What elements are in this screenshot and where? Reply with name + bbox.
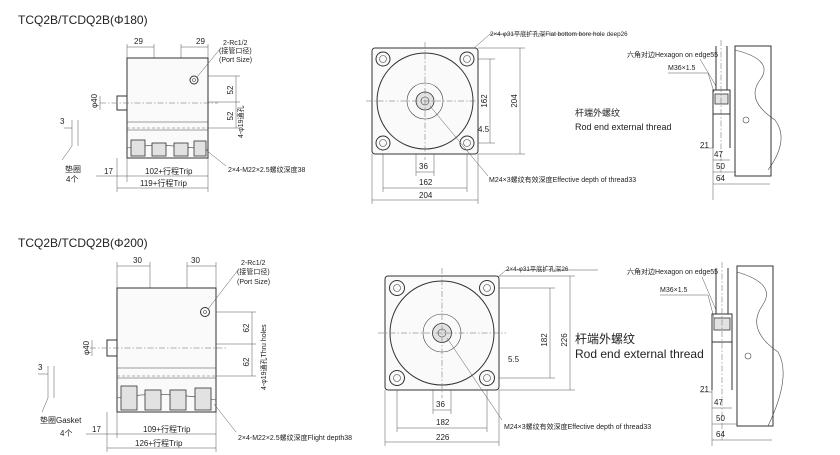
dim-rod-d3: 50 <box>716 162 725 171</box>
dim-outer-v: 204 <box>510 94 519 108</box>
rod-title-cn: 杆端外螺纹 <box>575 332 635 346</box>
dim-trip-2: 126+行程Trip <box>135 438 183 448</box>
dim-small-off: 5.5 <box>508 355 520 364</box>
dim-inner-h: 182 <box>436 418 450 427</box>
dim-trip-1: 102+行程Trip <box>145 166 193 176</box>
dim-rod-d1: 21 <box>700 141 709 150</box>
gasket-count: 4个 <box>66 175 78 184</box>
section-title: TCQ2B/TCDQ2B(Φ180) <box>18 13 148 27</box>
dim-inner-v: 162 <box>480 94 489 108</box>
counterbore-note: 2×4-φ31平底扩孔深Flat bottom bore hole deep26 <box>490 29 628 38</box>
dim-rod-d3: 50 <box>716 414 725 423</box>
side-view: 30 30 2-Rc1/2 (接管口径) (Port Size) φ40 62 … <box>38 256 352 452</box>
dim-rod-d4: 64 <box>716 174 725 183</box>
port-label-3: (Port Size) <box>219 57 252 64</box>
gasket-count: 4个 <box>60 429 72 438</box>
dim-inner-v: 182 <box>540 333 549 347</box>
gasket-label: 垫圈Gasket <box>40 415 82 425</box>
dim-bore-w: 36 <box>436 400 445 409</box>
side-thread-note: 2×4-M22×2.5螺纹深度38 <box>228 165 306 174</box>
dim-left-ext: 17 <box>92 425 101 434</box>
thru-holes-label: 4-φ19通孔Thru holes <box>259 324 268 390</box>
dim-rod-d2: 47 <box>714 398 723 407</box>
thru-holes-label: 4-φ19通孔 <box>236 105 245 138</box>
dim-trip-1: 109+行程Trip <box>143 424 191 434</box>
port-label-2: (接管口径) <box>219 46 252 55</box>
dim-port-gap-1: 52 <box>226 85 235 94</box>
dim-outer-h: 226 <box>436 433 450 442</box>
front-thread-note: M24×3螺纹有效深度Effective depth of thread33 <box>504 422 651 431</box>
front-thread-note: M24×3螺纹有效深度Effective depth of thread33 <box>489 175 636 184</box>
dim-port-gap-2: 62 <box>242 357 251 366</box>
dim-rod-d4: 64 <box>716 430 725 439</box>
side-view: 29 29 2-Rc1/2 (接管口径) (Port Size) φ40 <box>60 37 306 192</box>
hex-note: 六角对边Hexagon on edge55 <box>627 50 718 59</box>
section-200: TCQ2B/TCDQ2B(Φ200) 30 30 2-Rc1/2 (接管口径) … <box>18 236 784 452</box>
dim-trip-2: 119+行程Trip <box>140 178 187 188</box>
port-label-1: 2-Rc1/2 <box>223 40 248 47</box>
dim-gasket-left: 3 <box>60 117 65 126</box>
dim-rod-dia: φ40 <box>82 340 91 355</box>
rod-end-view: 六角对边Hexagon on edge55 M36×1.5 杆端外螺纹 Rod … <box>575 262 784 446</box>
dim-small-off: 4.5 <box>478 125 490 134</box>
dim-outer-v: 226 <box>560 333 569 347</box>
dim-bore-w: 36 <box>419 162 428 171</box>
front-view: 2×4-φ31平底扩孔深26 182 226 5.5 36 182 22 <box>378 264 651 446</box>
dim-left-ext: 17 <box>104 167 113 176</box>
rod-title-en: Rod end external thread <box>575 122 672 132</box>
dim-port-left: 30 <box>133 256 142 265</box>
dim-rod-dia: φ40 <box>90 93 99 108</box>
hex-note: 六角对边Hexagon on edge55 <box>627 267 718 276</box>
dim-rod-d2: 47 <box>714 150 723 159</box>
rod-end-view: 六角对边Hexagon on edge55 M36×1.5 杆端外螺纹 Rod … <box>575 40 782 200</box>
dim-inner-h: 162 <box>419 178 433 187</box>
dim-port-left: 29 <box>134 37 143 46</box>
port-label-3: (Port Size) <box>237 279 270 286</box>
section-title: TCQ2B/TCDQ2B(Φ200) <box>18 236 148 250</box>
port-label-1: 2-Rc1/2 <box>241 260 266 267</box>
dim-rod-d1: 21 <box>700 385 709 394</box>
rod-title-cn: 杆端外螺纹 <box>575 107 620 118</box>
dim-port-gap-2: 52 <box>226 111 235 120</box>
rod-title-en: Rod end external thread <box>575 347 704 361</box>
rod-thread: M36×1.5 <box>660 287 688 294</box>
dim-outer-h: 204 <box>419 191 433 200</box>
gasket-label: 垫圈 <box>65 164 81 174</box>
dim-port-right: 29 <box>196 37 205 46</box>
dim-port-right: 30 <box>191 256 200 265</box>
dim-gasket-left: 3 <box>38 363 43 372</box>
side-thread-note: 2×4-M22×2.5螺纹深度Flight depth38 <box>238 433 352 442</box>
port-label-2: (接管口径) <box>237 267 270 276</box>
section-180: TCQ2B/TCDQ2B(Φ180) 29 29 2-Rc1/2 (接管口径) … <box>18 13 782 204</box>
rod-thread: M36×1.5 <box>668 65 696 72</box>
dim-port-gap-1: 62 <box>242 323 251 332</box>
front-view: 2×4-φ31平底扩孔深Flat bottom bore hole deep26… <box>366 29 636 204</box>
counterbore-note: 2×4-φ31平底扩孔深26 <box>506 264 569 273</box>
